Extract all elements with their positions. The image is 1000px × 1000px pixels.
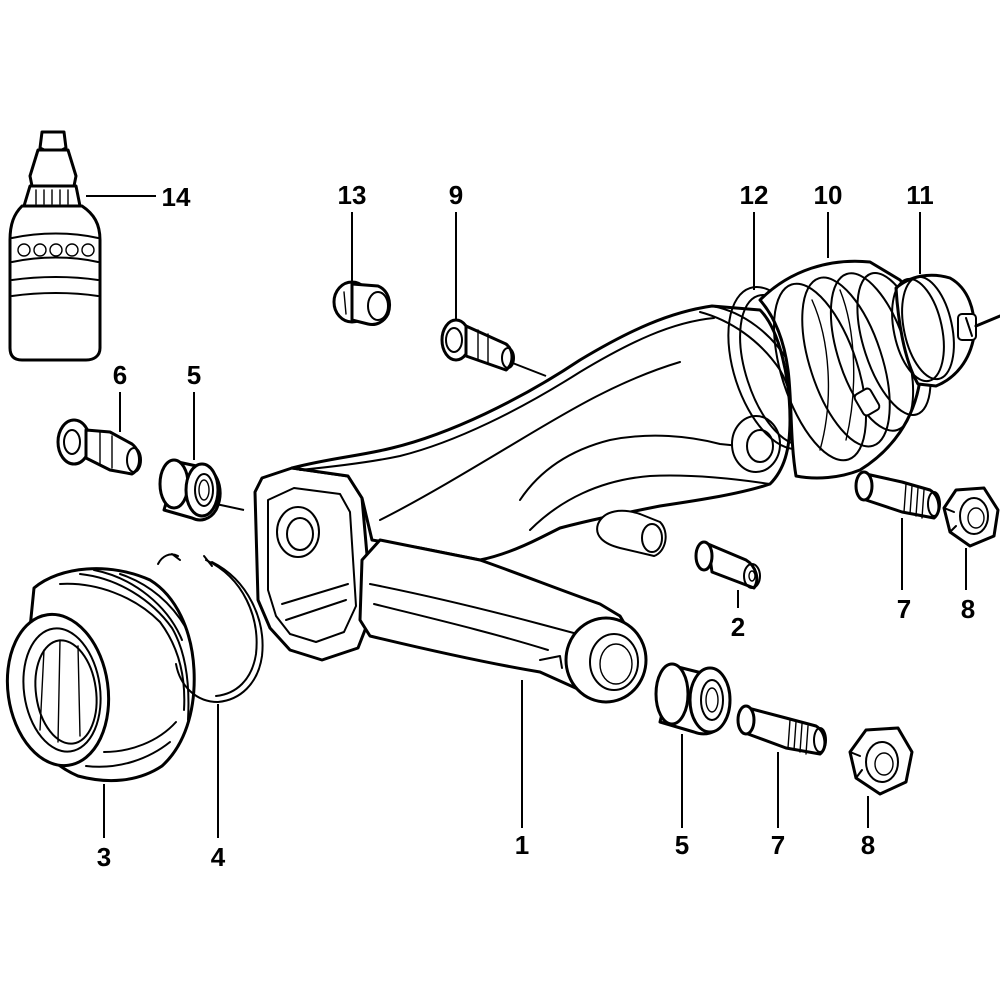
label-5-bottom: 5	[675, 830, 689, 860]
bearing-part-5-upper	[158, 458, 222, 522]
label-12: 12	[740, 180, 769, 210]
clamp-part-11	[853, 273, 1000, 417]
label-7-bottom: 7	[771, 830, 785, 860]
nut-part-8-lower	[848, 726, 914, 796]
label-9: 9	[449, 180, 463, 210]
label-8-top: 8	[961, 594, 975, 624]
label-13: 13	[338, 180, 367, 210]
stud-part-7-lower	[736, 704, 827, 756]
label-10: 10	[814, 180, 843, 210]
circlip-part-4	[157, 553, 264, 703]
label-11: 11	[906, 180, 934, 210]
label-4: 4	[211, 842, 226, 872]
stud-part-7-upper	[854, 470, 941, 520]
nut-part-8-upper	[942, 486, 1000, 548]
pin-part-6	[56, 418, 142, 476]
lubricant-bottle-part-14	[8, 130, 102, 362]
label-14: 14	[162, 182, 191, 212]
label-1: 1	[515, 830, 529, 860]
swing-arm-part-1	[253, 304, 804, 704]
label-2: 2	[731, 612, 745, 642]
label-8-bottom: 8	[861, 830, 875, 860]
label-5-top: 5	[187, 360, 201, 390]
leader-lines	[86, 195, 967, 838]
label-7-top: 7	[897, 594, 911, 624]
bolt-part-9	[440, 318, 515, 372]
rubber-boot-part-3	[5, 567, 196, 783]
bearing-part-5-lower	[654, 662, 732, 736]
pin-part-2	[694, 540, 761, 590]
label-6: 6	[113, 360, 127, 390]
plug-part-13	[332, 280, 392, 326]
label-3: 3	[97, 842, 111, 872]
bellows-part-10	[758, 259, 932, 480]
part-labels: 1 2 3 4 5 5 6 7 7 8 8 9 10 11 12 13 14	[97, 180, 975, 872]
